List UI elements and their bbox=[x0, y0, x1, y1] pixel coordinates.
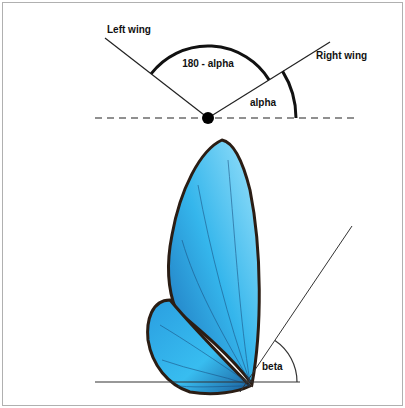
wing-tilt-line bbox=[240, 226, 352, 392]
right-wing-line bbox=[208, 42, 330, 118]
supplementary-angle-arc bbox=[151, 46, 269, 80]
body-dot bbox=[202, 112, 214, 124]
angle-label: alpha bbox=[250, 97, 276, 109]
wing-label: Left wing bbox=[107, 24, 151, 36]
angle-label: beta bbox=[262, 361, 283, 373]
alpha-angle-arc bbox=[283, 71, 296, 118]
left-wing-line bbox=[105, 38, 208, 118]
butterfly-illustration bbox=[148, 140, 260, 394]
ground-line bbox=[95, 381, 300, 382]
frame-border bbox=[3, 3, 403, 406]
angle-label: 180 - alpha bbox=[182, 58, 234, 70]
wing-label: Right wing bbox=[316, 50, 367, 62]
horizontal-reference bbox=[95, 117, 358, 118]
